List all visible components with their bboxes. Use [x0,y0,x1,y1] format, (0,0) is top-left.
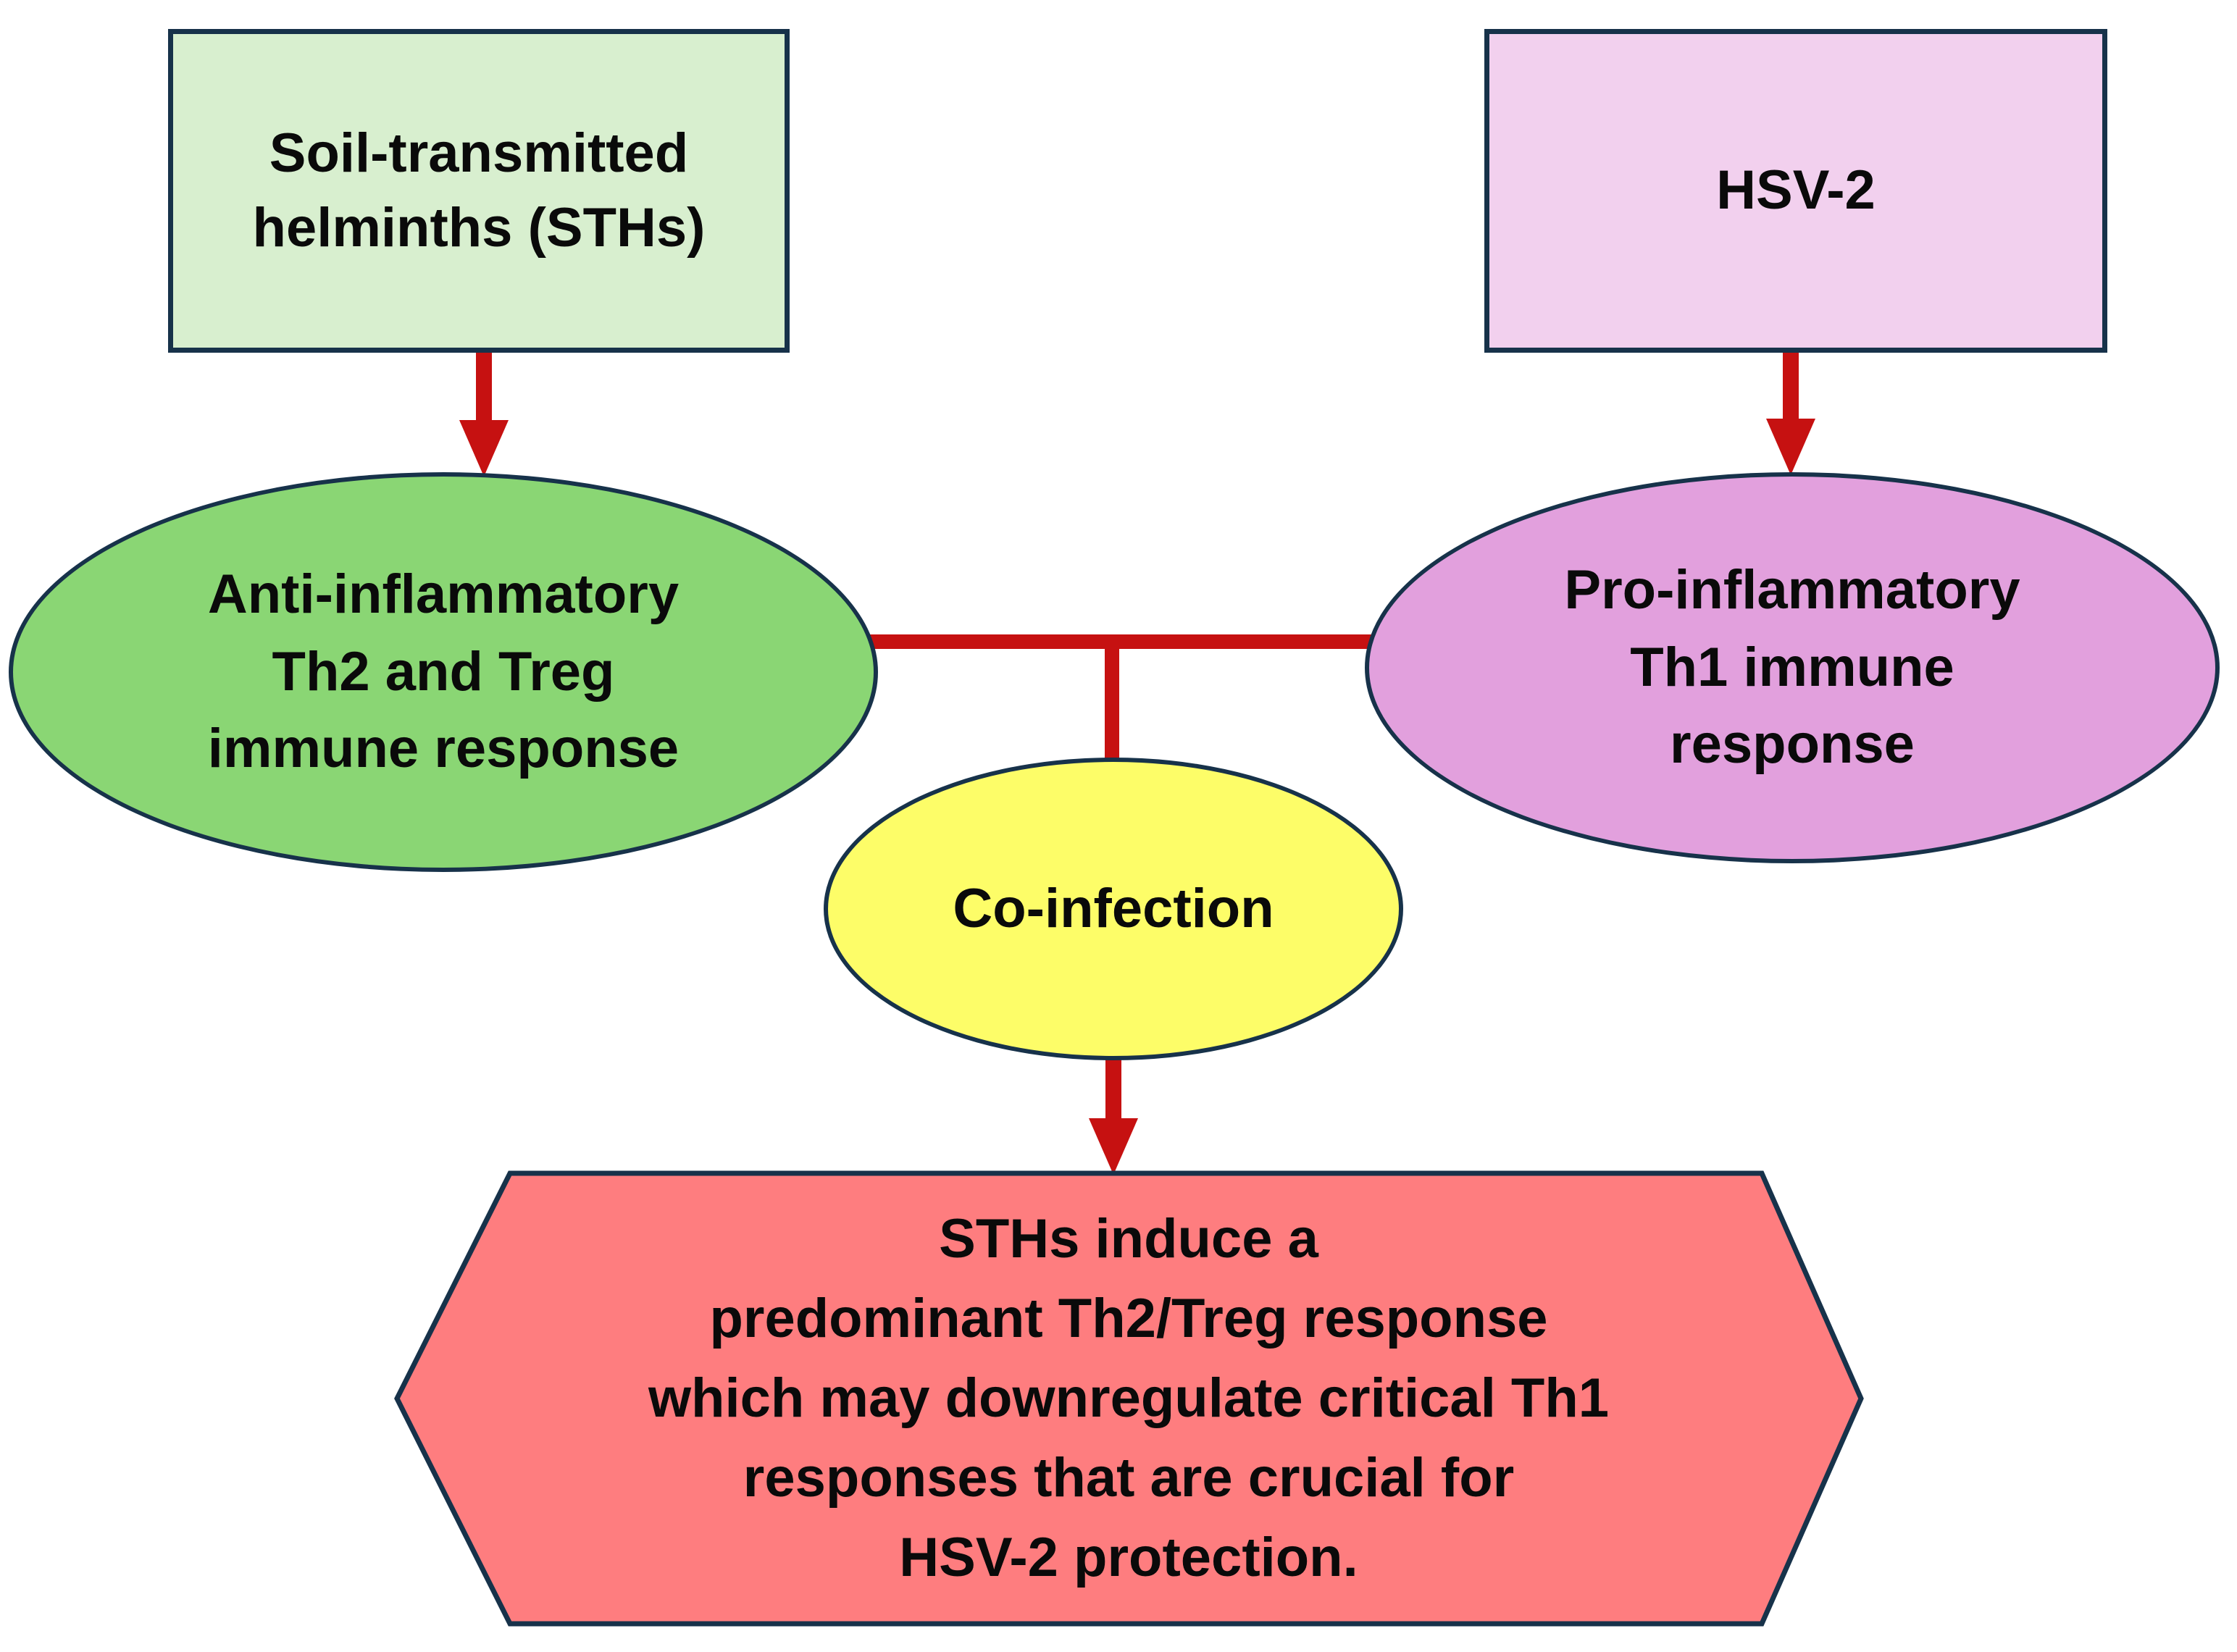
arrow-head-icon [1766,419,1815,475]
arrow-head-icon [459,420,509,477]
node-coinfection-ellipse: Co-infection [824,758,1403,1060]
node-label-line: immune response [207,718,680,780]
node-label-line: Th1 immune [1630,636,1954,698]
node-label-line: HSV-2 protection. [899,1527,1358,1589]
node-label-line: predominant Th2/Treg response [709,1287,1548,1349]
node-label-line: helminths (STHs) [252,196,706,259]
node-label-line: STHs induce a [939,1207,1318,1270]
node-label-line: which may downregulate critical Th1 [648,1367,1610,1429]
node-th1-ellipse: Pro-inflammatory Th1 immune response [1365,472,2220,863]
node-label-line: HSV-2 [1716,159,1876,222]
node-th2-ellipse: Anti-inflammatory Th2 and Treg immune re… [9,472,878,872]
arrow-hsv2-to-th1 [1766,353,1815,475]
node-label-line: Anti-inflammatory [207,563,680,626]
node-label-line: response [1670,713,1915,776]
node-label-line: Th2 and Treg [272,640,615,703]
node-label-line: Co-infection [953,877,1274,939]
arrow-head-icon [1089,1118,1138,1175]
node-label-line: Pro-inflammatory [1564,559,2020,621]
node-hsv2-box: HSV-2 [1484,29,2107,353]
node-label-line: Soil-transmitted [269,122,689,184]
node-outcome-hexagon-label: STHs induce a predominant Th2/Treg respo… [471,1173,1786,1624]
node-sth-box: Soil-transmitted helminths (STHs) [168,29,790,353]
connector-th2-th1-coinfection [855,634,1384,760]
node-label-line: responses that are crucial for [743,1447,1515,1509]
arrow-sth-to-th2 [459,353,509,477]
arrow-coinfection-to-outcome [1089,1057,1138,1175]
